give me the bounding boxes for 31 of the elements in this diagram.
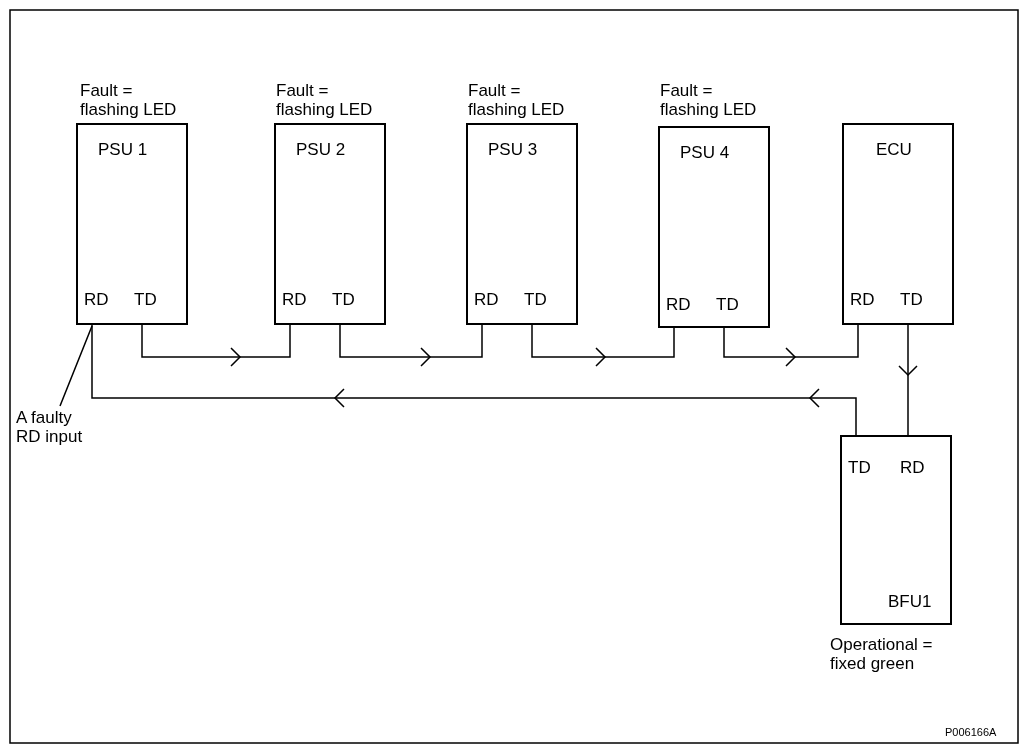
port-label: TD: [134, 291, 157, 308]
port-label: TD: [900, 291, 923, 308]
port-label: TD: [848, 459, 871, 476]
port-label: TD: [332, 291, 355, 308]
status-note: Fault = flashing LED: [80, 81, 178, 120]
status-note: Fault = flashing LED: [660, 81, 758, 120]
unit-box: [466, 123, 578, 325]
status-note: Fault = flashing LED: [276, 81, 374, 120]
port-label: RD: [850, 291, 875, 308]
figure-id: P006166A: [945, 727, 997, 738]
status-note: Fault = flashing LED: [468, 81, 566, 120]
unit-name: PSU 2: [296, 141, 346, 158]
port-label: RD: [282, 291, 307, 308]
unit-name: PSU 1: [98, 141, 148, 158]
port-label: TD: [716, 296, 739, 313]
unit-box: [76, 123, 188, 325]
status-note: Operational = fixed green: [830, 635, 934, 674]
unit-box: [840, 435, 952, 625]
unit-box: [658, 126, 770, 328]
port-label: TD: [524, 291, 547, 308]
unit-box: [274, 123, 386, 325]
port-label: RD: [474, 291, 499, 308]
port-label: RD: [666, 296, 691, 313]
unit-name: ECU: [876, 141, 912, 158]
unit-box: [842, 123, 954, 325]
unit-name: BFU1: [888, 593, 932, 610]
port-label: RD: [84, 291, 109, 308]
callout-text: A faulty RD input: [16, 408, 88, 447]
port-label: RD: [900, 459, 925, 476]
unit-name: PSU 3: [488, 141, 538, 158]
unit-name: PSU 4: [680, 144, 730, 161]
